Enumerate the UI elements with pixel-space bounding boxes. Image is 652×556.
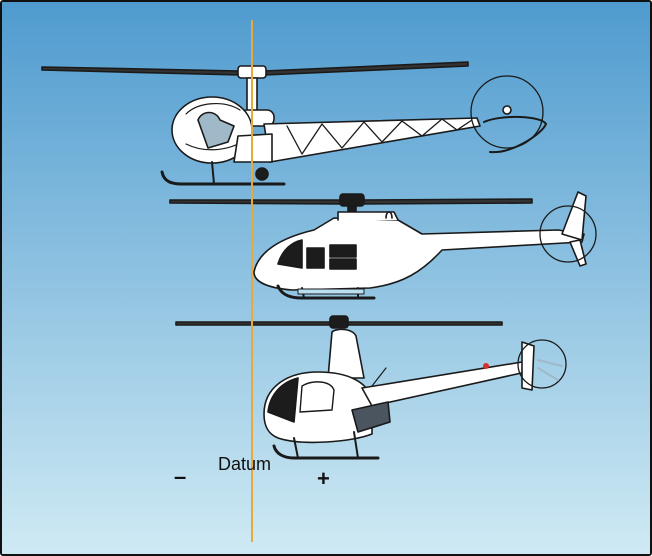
windshield <box>267 377 299 423</box>
tail-lattice <box>286 118 473 155</box>
landing-skid <box>272 444 380 460</box>
door-window <box>299 381 335 413</box>
tail-rotor-disc <box>517 339 567 389</box>
engine <box>351 401 391 433</box>
main-rotor-blade <box>345 321 503 326</box>
tail-rotor-guard <box>483 115 547 154</box>
landing-skid <box>160 170 286 186</box>
vertical-fin <box>521 341 535 391</box>
landing-skid <box>276 284 376 300</box>
main-rotor-blade <box>175 321 333 326</box>
negative-sign-label: – <box>174 464 186 489</box>
skid-strut <box>293 431 359 459</box>
tail-rotor-disc <box>539 205 597 263</box>
antenna <box>371 367 387 387</box>
skid-glass <box>297 288 365 295</box>
positive-sign-label: + <box>317 466 330 491</box>
windshield <box>277 239 303 269</box>
robinson-r22-helicopter <box>175 315 567 460</box>
jetranger-helicopter <box>169 191 597 300</box>
datum-label: Datum <box>218 454 271 474</box>
rotor-hub <box>329 315 349 329</box>
wheel <box>255 167 269 181</box>
main-rotor-blade <box>359 198 533 205</box>
exhaust <box>385 211 393 219</box>
beacon-light <box>483 363 489 369</box>
engine-cowling <box>337 211 399 221</box>
ventral-fin <box>569 239 587 267</box>
cabin-window <box>329 258 357 270</box>
fuselage <box>253 217 585 291</box>
mast-fairing <box>327 328 365 379</box>
cabin-window <box>306 247 325 269</box>
pilot-figure <box>197 111 235 149</box>
rotor-hub <box>339 193 365 207</box>
tail-rotor-disc <box>470 75 544 149</box>
tail-rotor-blade <box>537 359 563 381</box>
main-rotor-blade <box>169 199 345 205</box>
cabin-window <box>329 244 357 258</box>
tail-rotor-hub <box>502 105 512 115</box>
